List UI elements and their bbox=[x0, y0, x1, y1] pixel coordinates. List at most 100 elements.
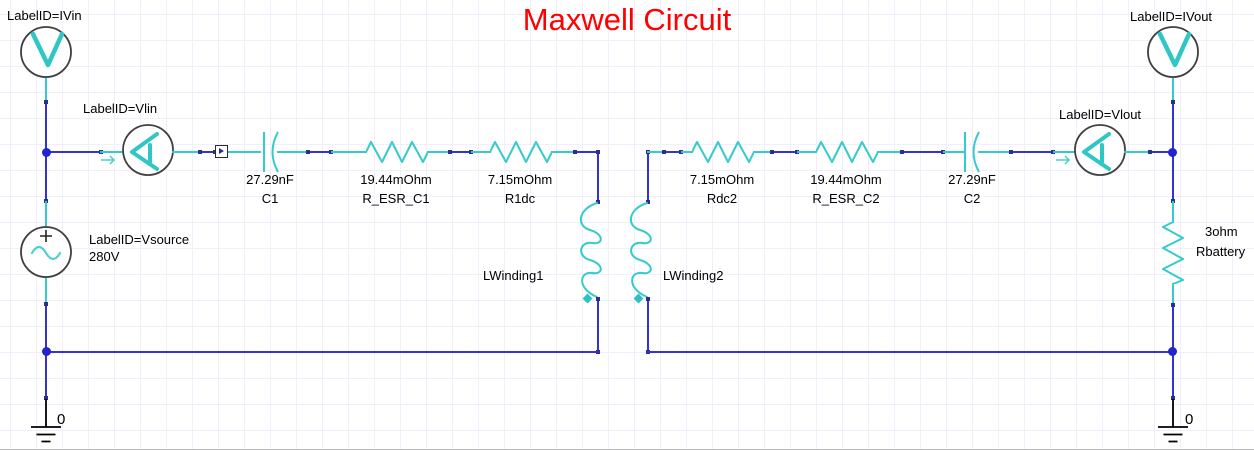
wire-segment[interactable] bbox=[753, 151, 772, 153]
ammeter-vlin[interactable] bbox=[120, 122, 176, 178]
capacitor-curved-plate-icon bbox=[972, 131, 980, 173]
component-name-rbattery: Rbattery bbox=[1196, 244, 1246, 259]
component-value-c1: 27.29nF bbox=[246, 172, 294, 187]
wire-segment[interactable] bbox=[198, 150, 217, 154]
junction-node bbox=[42, 148, 51, 157]
wire-segment[interactable] bbox=[172, 151, 200, 153]
junction-node bbox=[42, 347, 51, 356]
component-value-rbattery: 3ohm bbox=[1205, 224, 1238, 239]
ground-left[interactable] bbox=[28, 399, 64, 447]
wire-segment[interactable] bbox=[900, 150, 945, 154]
resistor-r-esr-c2[interactable] bbox=[816, 141, 878, 163]
wire-segment[interactable] bbox=[45, 277, 47, 304]
wire-segment[interactable] bbox=[100, 151, 124, 153]
wire-segment[interactable] bbox=[646, 297, 650, 354]
winding-coil-icon bbox=[630, 202, 652, 298]
wire-segment[interactable] bbox=[427, 151, 450, 153]
wire-segment[interactable] bbox=[277, 151, 308, 153]
voltmeter-ivin[interactable] bbox=[18, 24, 74, 80]
component-name-c1: C1 bbox=[261, 191, 279, 206]
wire-segment[interactable] bbox=[45, 201, 47, 228]
winding-coil-icon bbox=[580, 202, 602, 298]
wire-segment[interactable] bbox=[1009, 150, 1055, 154]
resistor-rdc2[interactable] bbox=[692, 141, 754, 163]
resistor-zigzag-icon bbox=[490, 141, 552, 163]
component-name-r-esr-c2: R_ESR_C2 bbox=[812, 191, 880, 206]
source-value: 280V bbox=[89, 249, 120, 264]
component-value-r-esr-c1: 19.44mOhm bbox=[360, 172, 432, 187]
resistor-zigzag-icon bbox=[692, 141, 754, 163]
capacitor-c1[interactable] bbox=[258, 130, 282, 174]
component-value-c2: 27.29nF bbox=[948, 172, 996, 187]
component-name-lwinding1: LWinding1 bbox=[483, 268, 544, 283]
voltage-source-vsource[interactable] bbox=[18, 224, 74, 280]
probe-label-ivout: LabelID=IVout bbox=[1130, 9, 1213, 24]
wire-segment[interactable] bbox=[647, 151, 664, 153]
probe-label-ivin: LabelID=IVin bbox=[7, 8, 82, 23]
wire-segment[interactable] bbox=[681, 151, 693, 153]
resistor-zigzag-icon bbox=[816, 141, 878, 163]
component-value-r1dc: 7.15mOhm bbox=[487, 172, 553, 187]
current-direction-arrow-icon bbox=[1056, 155, 1071, 165]
resistor-zigzag-icon bbox=[366, 141, 428, 163]
wire-segment[interactable] bbox=[647, 351, 1174, 353]
wire-segment[interactable] bbox=[596, 150, 600, 204]
resistor-zigzag-icon bbox=[1162, 222, 1184, 284]
wire-segment[interactable] bbox=[943, 151, 966, 153]
wire-segment[interactable] bbox=[331, 151, 367, 153]
voltmeter-ivout[interactable] bbox=[1145, 24, 1201, 80]
resistor-rbattery[interactable] bbox=[1162, 222, 1184, 284]
wire-segment[interactable] bbox=[1172, 201, 1174, 223]
wire-segment[interactable] bbox=[646, 150, 650, 204]
resistor-r1dc[interactable] bbox=[490, 141, 552, 163]
wire-segment[interactable] bbox=[1172, 283, 1174, 305]
component-name-r-esr-c1: R_ESR_C1 bbox=[362, 191, 430, 206]
wire-segment[interactable] bbox=[306, 150, 333, 154]
current-direction-arrow-icon bbox=[101, 155, 116, 165]
capacitor-curved-plate-icon bbox=[271, 131, 279, 173]
inductor-lwinding1[interactable] bbox=[569, 200, 605, 300]
ammeter-a-glyph-icon bbox=[1082, 132, 1111, 171]
wire-segment[interactable] bbox=[45, 76, 47, 101]
ground-node-label-right: 0 bbox=[1185, 411, 1194, 428]
capacitor-c2[interactable] bbox=[959, 130, 983, 174]
ground-icon bbox=[31, 399, 61, 443]
probe-label-vlout: LabelID=Vlout bbox=[1059, 107, 1142, 122]
junction-node bbox=[1168, 347, 1177, 356]
inductor-lwinding2[interactable] bbox=[619, 200, 655, 300]
wire-segment[interactable] bbox=[45, 351, 599, 353]
wire-segment[interactable] bbox=[471, 151, 491, 153]
wire-segment[interactable] bbox=[877, 151, 902, 153]
interface-port[interactable] bbox=[215, 145, 228, 158]
component-value-rdc2: 7.15mOhm bbox=[689, 172, 755, 187]
wire-segment[interactable] bbox=[978, 151, 1011, 153]
component-name-c2: C2 bbox=[963, 191, 981, 206]
sine-wave-icon bbox=[30, 245, 62, 261]
component-name-r1dc: R1dc bbox=[504, 191, 536, 206]
component-value-r-esr-c2: 19.44mOhm bbox=[810, 172, 882, 187]
wire-segment[interactable] bbox=[662, 150, 683, 154]
wire-segment[interactable] bbox=[228, 151, 261, 153]
wire-segment[interactable] bbox=[44, 150, 103, 154]
wire-segment[interactable] bbox=[770, 150, 799, 154]
wire-segment[interactable] bbox=[551, 151, 575, 153]
wire-segment[interactable] bbox=[1053, 151, 1076, 153]
ground-node-label-left: 0 bbox=[57, 411, 66, 428]
resistor-r-esr-c1[interactable] bbox=[366, 141, 428, 163]
plus-icon bbox=[40, 230, 52, 242]
ground-right[interactable] bbox=[1155, 399, 1191, 447]
probe-label-vlin: LabelID=Vlin bbox=[83, 101, 158, 116]
ammeter-a-glyph-icon bbox=[130, 132, 159, 171]
wire-segment[interactable] bbox=[448, 150, 473, 154]
ammeter-vlout[interactable] bbox=[1072, 122, 1128, 178]
schematic-title: Maxwell Circuit bbox=[522, 2, 732, 37]
component-name-rdc2: Rdc2 bbox=[706, 191, 738, 206]
junction-node bbox=[1168, 148, 1177, 157]
wire-segment[interactable] bbox=[1124, 151, 1150, 153]
wire-segment[interactable] bbox=[1172, 77, 1174, 102]
component-name-lwinding2: LWinding2 bbox=[663, 268, 724, 283]
ground-icon bbox=[1158, 399, 1188, 443]
wire-segment[interactable] bbox=[596, 297, 600, 354]
wire-segment[interactable] bbox=[797, 151, 817, 153]
